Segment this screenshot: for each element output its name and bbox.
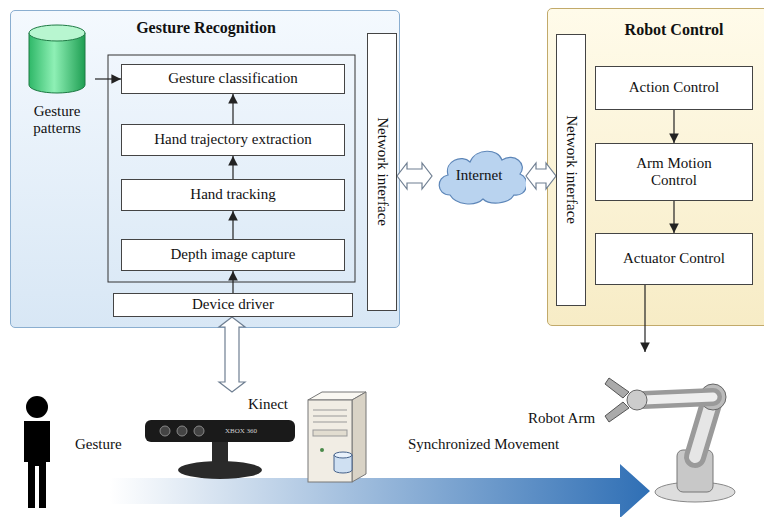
- flow-arrow: [232, 94, 233, 124]
- node-label: Internet: [456, 167, 503, 184]
- node-label: Arm Motion Control: [624, 155, 724, 190]
- double-block-arrow: [219, 317, 245, 392]
- free-label: XBOX 360: [225, 427, 257, 435]
- person-figure: [24, 396, 50, 508]
- flow-arrow: [673, 110, 674, 143]
- system-panel: Robot ControlNetwork interface Action Con…: [547, 8, 764, 326]
- flow-arrow: [232, 211, 233, 239]
- box-node: Hand trajectory extraction: [121, 124, 345, 156]
- vbox-node: Network interface: [556, 34, 586, 306]
- kinect-node: Kinect: [140, 392, 300, 490]
- free-label: Synchronized Movement: [408, 436, 559, 453]
- arm-node: Robot Arm: [525, 352, 745, 507]
- box-node: Action Control: [595, 66, 753, 110]
- node-label: Robot Arm: [528, 410, 595, 427]
- label-holder: Synchronized Movement: [408, 436, 559, 453]
- double-block-arrow: [397, 163, 432, 189]
- node-label: Network interface: [562, 116, 579, 225]
- node-label: Hand trajectory extraction: [154, 131, 311, 148]
- box-node: Actuator Control: [595, 233, 753, 285]
- cyl-node: Gesture patterns: [19, 23, 95, 163]
- box-node: Depth image capture: [121, 239, 345, 271]
- flow-arrow: [644, 285, 645, 352]
- arm-shape: [525, 352, 745, 507]
- node-label: Gesture classification: [168, 70, 298, 87]
- cyl-shape: [19, 23, 95, 101]
- node-label: Kinect: [248, 396, 288, 413]
- panel-title: Gesture Recognition: [106, 19, 306, 37]
- system-panel: Gesture RecognitionGesture classificatio…: [10, 10, 400, 328]
- flow-arrow: [673, 201, 674, 233]
- node-label: Depth image capture: [171, 246, 296, 263]
- flow-arrow: [232, 156, 233, 179]
- node-label: Gesture patterns: [19, 103, 95, 138]
- node-label: Hand tracking: [190, 186, 275, 203]
- cloud-node: Internet: [432, 145, 526, 207]
- panel-title: Robot Control: [594, 21, 754, 39]
- free-label: Gesture: [75, 436, 122, 453]
- server-computer: [308, 392, 366, 482]
- node-label: Device driver: [192, 296, 274, 313]
- flow-arrow: [95, 78, 121, 79]
- node-label: Network interface: [373, 118, 390, 227]
- node-label: Actuator Control: [623, 250, 725, 267]
- label-holder: XBOX 360: [225, 427, 257, 435]
- box-node: Device driver: [113, 293, 353, 317]
- vbox-node: Network interface: [367, 33, 397, 311]
- flow-arrow: [232, 271, 233, 293]
- node-label: Action Control: [629, 79, 719, 96]
- label-holder: Gesture: [75, 436, 122, 453]
- box-node: Hand tracking: [121, 179, 345, 211]
- box-node: Arm Motion Control: [595, 143, 753, 201]
- box-node: Gesture classification: [121, 64, 345, 94]
